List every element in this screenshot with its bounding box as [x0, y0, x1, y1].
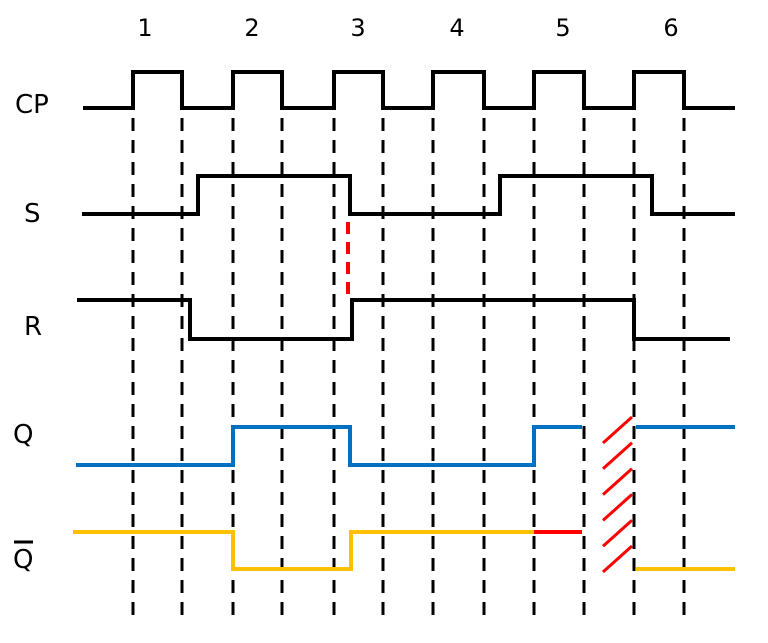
- hatch-line: [601, 544, 634, 574]
- pulse-number-5: 5: [555, 14, 570, 42]
- clock-edge-gridlines: [131, 118, 686, 620]
- hatch-line: [601, 519, 634, 548]
- pulse-numbers: 1 2 3 4 5 6: [137, 14, 678, 42]
- invalid-state-hatch: [601, 415, 634, 574]
- waveform-s: [82, 174, 735, 216]
- pulse-number-2: 2: [244, 14, 259, 42]
- pulse-number-1: 1: [137, 14, 152, 42]
- pulse-number-3: 3: [350, 14, 365, 42]
- waveform-cp: [83, 70, 735, 110]
- label-s: S: [24, 199, 41, 229]
- hatch-line: [601, 415, 634, 445]
- label-r: R: [24, 312, 42, 342]
- hatch-line: [601, 493, 634, 522]
- waveform-q: [76, 425, 582, 467]
- label-q: Q: [13, 420, 33, 450]
- waveform-r: [77, 298, 730, 341]
- pulse-number-6: 6: [663, 14, 678, 42]
- pulse-number-4: 4: [449, 14, 464, 42]
- label-q-bar: Q: [13, 545, 33, 575]
- hatch-line: [601, 467, 634, 496]
- hatch-line: [601, 441, 634, 470]
- label-cp: CP: [15, 90, 49, 120]
- waveform-q-bar: [73, 530, 534, 571]
